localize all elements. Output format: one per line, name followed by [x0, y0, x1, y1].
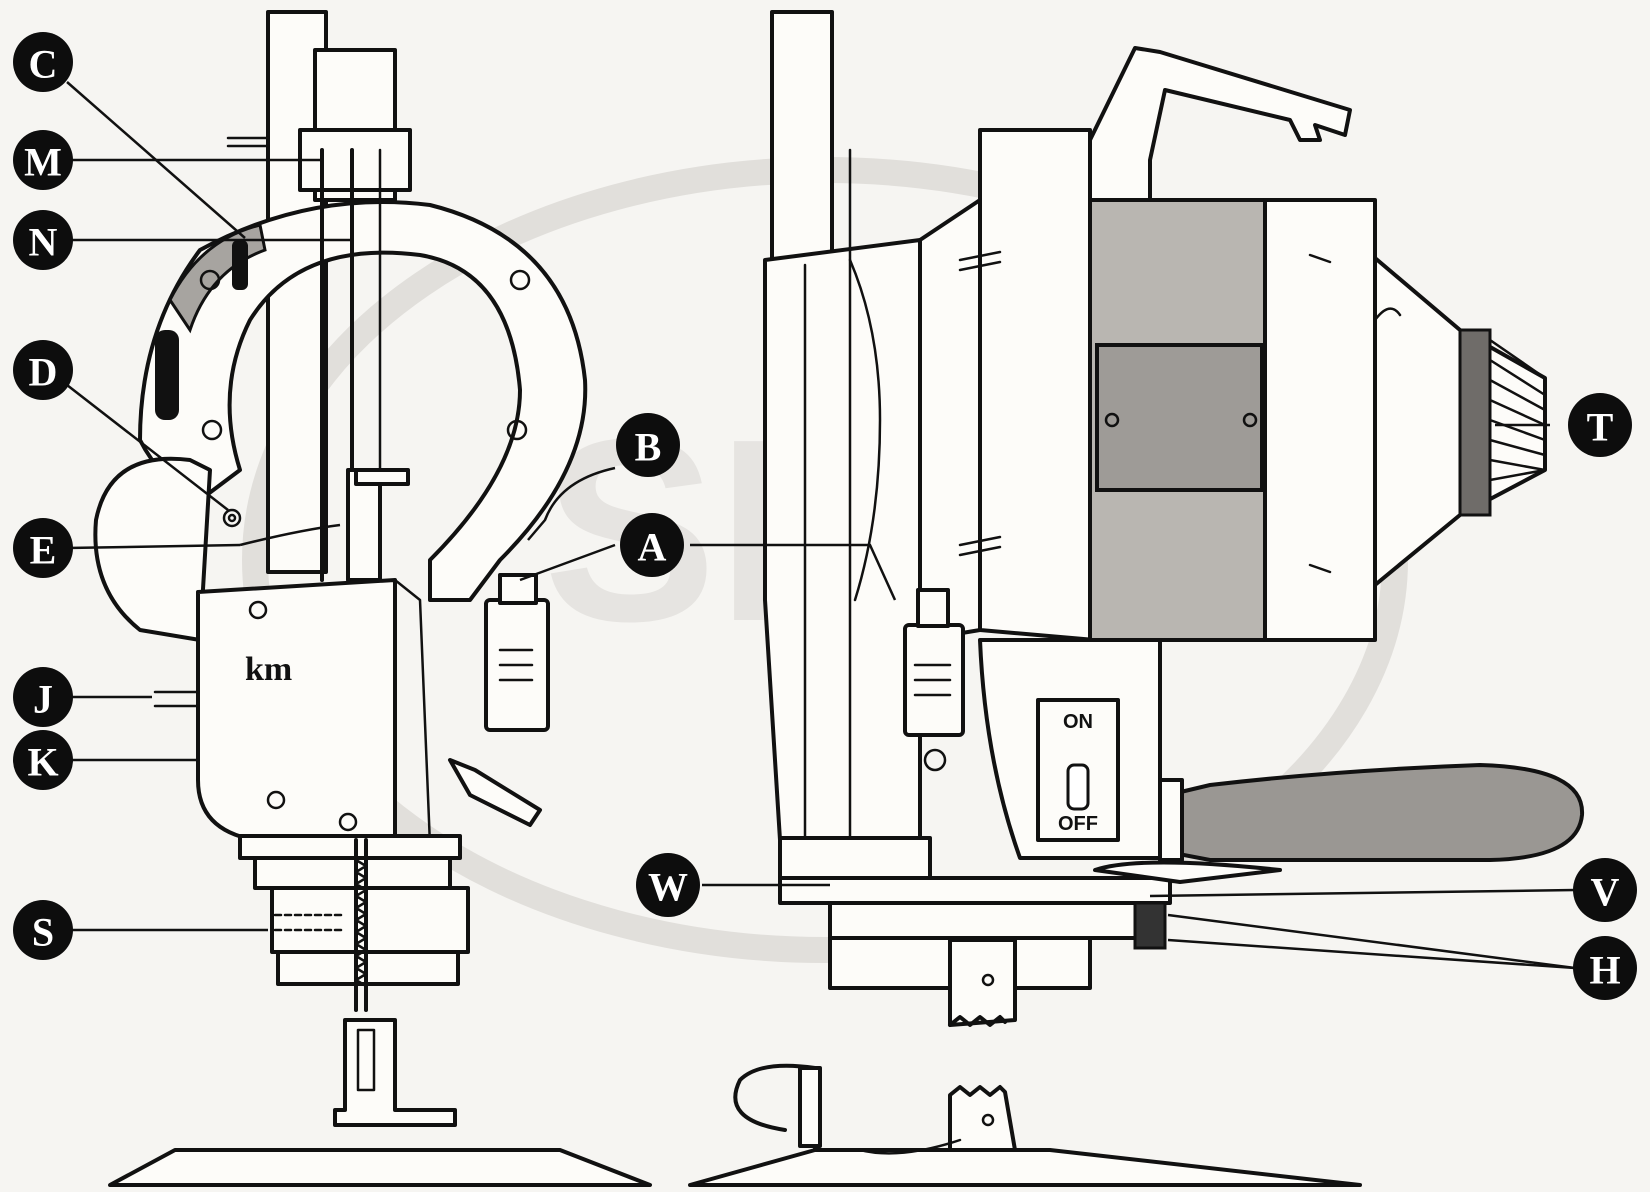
switch-off-label: OFF [1058, 813, 1098, 835]
leader-d [66, 384, 229, 511]
leader-v [1149, 888, 1576, 898]
leader-e [66, 543, 241, 550]
svg-text:A: A [638, 525, 667, 570]
leader-h2 [1167, 938, 1576, 970]
leader-a-right [690, 543, 897, 601]
svg-text:C: C [29, 42, 58, 87]
brand-label: km [245, 651, 292, 688]
callout-e: E [13, 518, 73, 578]
leader-lines [66, 81, 1576, 970]
leader-a-left [519, 543, 616, 582]
svg-text:K: K [27, 740, 58, 785]
svg-text:B: B [635, 425, 662, 470]
svg-text:H: H [1589, 948, 1620, 993]
svg-text:V: V [1591, 870, 1620, 915]
callout-s: S [13, 900, 73, 960]
svg-text:M: M [24, 140, 62, 185]
callout-b: B [616, 413, 680, 477]
leader-b [527, 466, 616, 541]
svg-text:N: N [29, 220, 58, 265]
svg-text:S: S [32, 910, 54, 955]
callout-c: C [13, 32, 73, 92]
callout-m: M [13, 130, 73, 190]
callout-k: K [13, 730, 73, 790]
leader-h1 [1167, 913, 1576, 970]
callout-t: T [1568, 393, 1632, 457]
callout-d: D [13, 340, 73, 400]
callout-h: H [1573, 936, 1637, 1000]
callout-v: V [1573, 858, 1637, 922]
front-view-machine: km [93, 10, 652, 1187]
callout-a: A [620, 513, 684, 577]
side-view-machine: ON OFF [688, 10, 1585, 1187]
callout-j: J [13, 667, 73, 727]
power-toggle-switch[interactable] [1066, 763, 1090, 811]
switch-on-label: ON [1063, 711, 1093, 733]
svg-text:D: D [29, 350, 58, 395]
callout-w: W [636, 853, 700, 917]
svg-text:E: E [30, 528, 57, 573]
callout-n: N [13, 210, 73, 270]
svg-text:J: J [33, 677, 53, 722]
svg-text:T: T [1587, 405, 1614, 450]
leader-e-curve [239, 523, 341, 547]
svg-text:W: W [648, 865, 688, 910]
